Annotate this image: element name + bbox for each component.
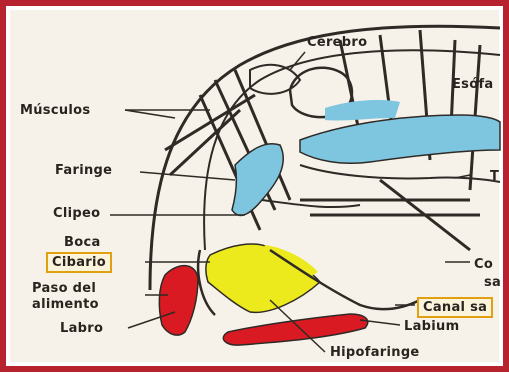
label-alimento: alimento	[32, 298, 99, 311]
label-cibario: Cibario	[46, 252, 112, 273]
label-cerebro: Cerebro	[307, 36, 367, 49]
label-labium: Labium	[404, 320, 459, 333]
label-co-top: Co	[474, 258, 493, 271]
label-boca: Boca	[64, 236, 101, 249]
label-clipeo: Clipeo	[53, 207, 100, 220]
label-canal: Canal sa	[417, 297, 493, 318]
label-labro: Labro	[60, 322, 103, 335]
label-esofago: Esófa	[452, 78, 493, 91]
label-hipofaringe: Hipofaringe	[330, 346, 420, 359]
label-co-bottom: sa	[484, 276, 501, 289]
label-musculos: Músculos	[20, 104, 90, 117]
label-faringe: Faringe	[55, 164, 112, 177]
label-paso-del: Paso del	[32, 282, 96, 295]
label-t: T	[490, 170, 499, 183]
